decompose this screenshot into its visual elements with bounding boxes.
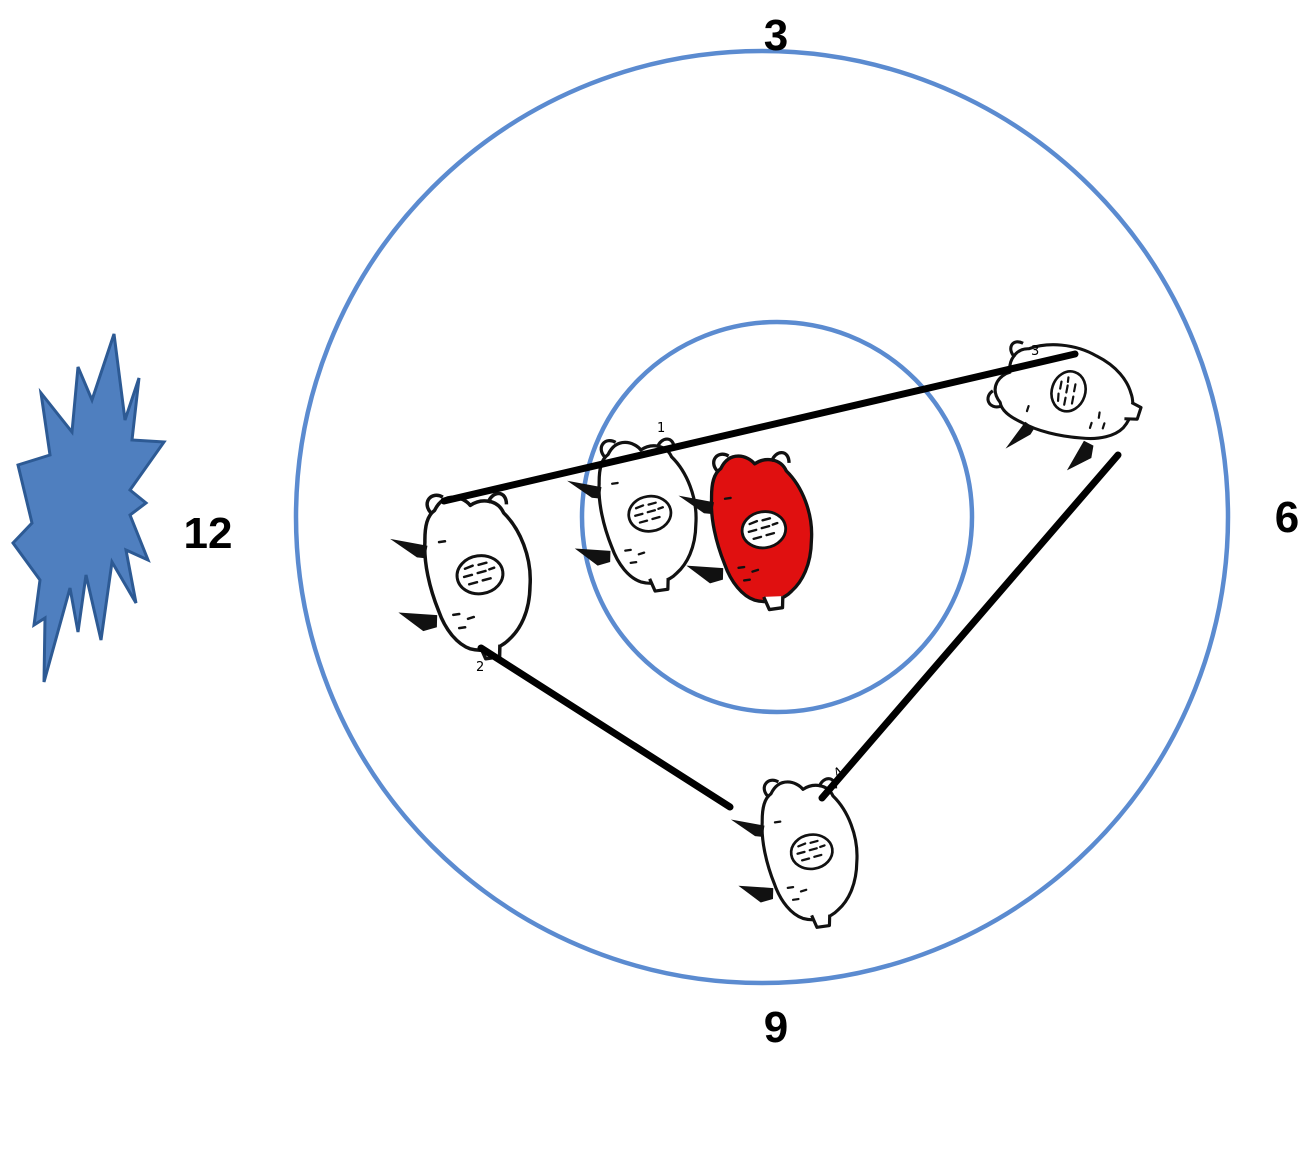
outer-ring [293, 48, 1231, 986]
guide-line [835, 7, 1015, 322]
connector-3-4 [818, 451, 1122, 802]
creature-right [972, 324, 1154, 488]
guide-line [552, 67, 655, 500]
creature-bottom [722, 768, 869, 939]
burst-icon [11, 333, 167, 683]
connector-2-3 [440, 350, 1079, 505]
marker-2: 2 [476, 660, 484, 675]
clock-label-6: 6 [1275, 493, 1299, 542]
guide-line [162, 908, 790, 1116]
marker-3: 3 [1031, 344, 1039, 359]
connector-2-4 [477, 644, 734, 811]
clock-label-12: 12 [184, 509, 233, 558]
creature-left [381, 481, 543, 672]
inner-ring [579, 319, 975, 715]
guide-line [252, 67, 438, 500]
marker-1: 1 [657, 421, 665, 436]
clock-label-3: 3 [764, 11, 788, 60]
guide-lines [162, 7, 1300, 1163]
clock-label-9: 9 [764, 1003, 788, 1052]
connectors [440, 350, 1122, 811]
